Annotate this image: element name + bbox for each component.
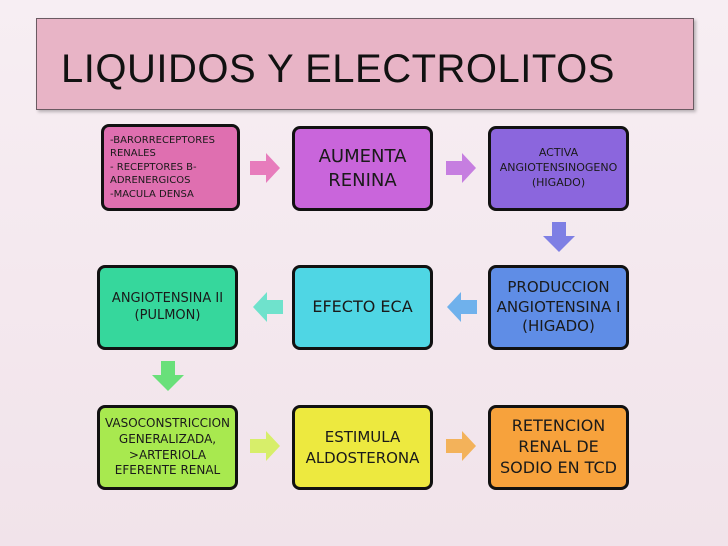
node-retencion-sodio: RETENCION RENAL DE SODIO EN TCD — [488, 405, 629, 490]
retencion-label: RETENCION RENAL DE SODIO EN TCD — [500, 416, 617, 477]
node-angiotensina-2: ANGIOTENSINA II (PULMON) — [97, 265, 238, 350]
activa-label: ACTIVA ANGIOTENSINOGENO (HIGADO) — [499, 146, 618, 189]
efecto-eca-label: EFECTO ECA — [312, 297, 413, 317]
title-banner: LIQUIDOS Y ELECTROLITOS — [36, 18, 694, 110]
receptores-lines: -BARORRECEPTORES RENALES - RECEPTORES B-… — [110, 134, 231, 202]
arrow-vaso-to-aldosterona-icon — [250, 431, 280, 461]
arrow-renina-to-activa-icon — [446, 153, 476, 183]
node-vasoconstriccion: VASOCONSTRICCION GENERALIZADA, >ARTERIOL… — [97, 405, 238, 490]
node-aumenta-renina: AUMENTA RENINA — [292, 126, 433, 211]
produccion-label: PRODUCCION ANGIOTENSINA I (HIGADO) — [496, 278, 621, 336]
aumenta-renina-label: AUMENTA RENINA — [318, 146, 407, 191]
arrow-produccion-to-eca-icon — [447, 292, 477, 322]
receptores-line-1: -BARORRECEPTORES RENALES — [110, 134, 215, 160]
arrow-eca-to-angiotensina2-icon — [253, 292, 283, 322]
arrow-aldosterona-to-retencion-icon — [446, 431, 476, 461]
node-activa-angiotensinogeno: ACTIVA ANGIOTENSINOGENO (HIGADO) — [488, 126, 629, 211]
node-efecto-eca: EFECTO ECA — [292, 265, 433, 350]
arrow-receptores-to-renina-icon — [250, 153, 280, 183]
receptores-line-2: - RECEPTORES B-ADRENERGICOS — [110, 161, 197, 187]
page-title: LIQUIDOS Y ELECTROLITOS — [61, 47, 615, 91]
aldosterona-label: ESTIMULA ALDOSTERONA — [305, 428, 420, 467]
vasoconstriccion-label: VASOCONSTRICCION GENERALIZADA, >ARTERIOL… — [104, 416, 231, 478]
node-produccion-angiotensina-1: PRODUCCION ANGIOTENSINA I (HIGADO) — [488, 265, 629, 350]
receptores-line-3: -MACULA DENSA — [110, 188, 194, 200]
arrow-angiotensina2-to-vaso-icon — [152, 361, 184, 391]
angiotensina2-label: ANGIOTENSINA II (PULMON) — [111, 290, 224, 323]
arrow-activa-to-produccion-icon — [543, 222, 575, 252]
node-receptores: -BARORRECEPTORES RENALES - RECEPTORES B-… — [101, 124, 240, 211]
node-estimula-aldosterona: ESTIMULA ALDOSTERONA — [292, 405, 433, 490]
